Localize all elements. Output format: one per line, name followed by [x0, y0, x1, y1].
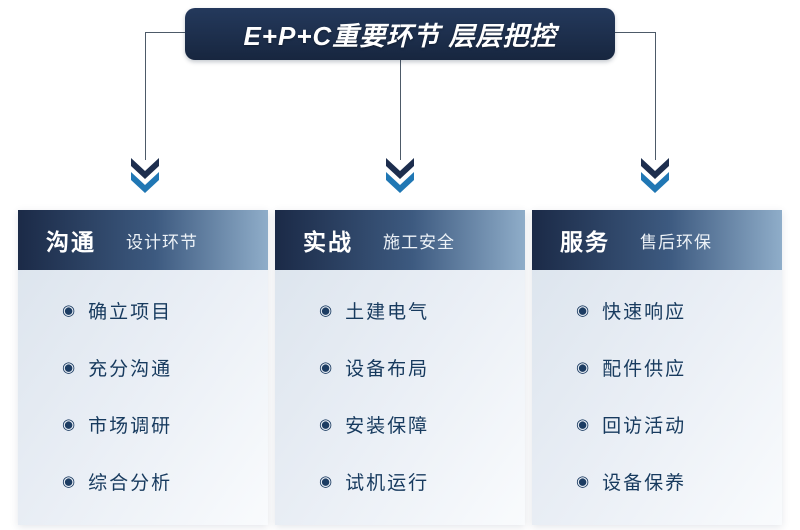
bullet-icon: ◉	[576, 416, 590, 433]
down-arrow-icon	[640, 158, 670, 194]
column-subtitle: 售后环保	[640, 232, 712, 252]
list-item-label: 土建电气	[345, 302, 430, 323]
list-item: ◉ 市场调研	[18, 396, 268, 453]
bullet-icon: ◉	[62, 359, 76, 376]
list-item: ◉ 快速响应	[532, 282, 782, 339]
connector-line-right-vertical	[655, 32, 656, 160]
column-title: 实战	[303, 229, 353, 255]
column-body: ◉ 快速响应 ◉ 配件供应 ◉ 回访活动 ◉ 设备保养	[532, 270, 782, 525]
list-item: ◉ 设备保养	[532, 453, 782, 510]
column-header: 实战 施工安全	[275, 210, 525, 270]
column-title: 沟通	[46, 229, 96, 255]
bullet-icon: ◉	[576, 473, 590, 490]
down-arrow-icon	[385, 158, 415, 194]
list-item-label: 设备布局	[345, 359, 430, 380]
connector-line-left-vertical	[145, 32, 146, 160]
bullet-icon: ◉	[62, 416, 76, 433]
title-banner: E+P+C重要环节 层层把控	[185, 8, 615, 60]
connector-line-right-horizontal	[595, 32, 655, 33]
bullet-icon: ◉	[62, 473, 76, 490]
list-item: ◉ 土建电气	[275, 282, 525, 339]
column-title: 服务	[560, 229, 610, 255]
list-item: ◉ 确立项目	[18, 282, 268, 339]
list-item-label: 确立项目	[88, 302, 173, 323]
list-item: ◉ 设备布局	[275, 339, 525, 396]
list-item: ◉ 回访活动	[532, 396, 782, 453]
list-item: ◉ 综合分析	[18, 453, 268, 510]
column-service: 服务 售后环保 ◉ 快速响应 ◉ 配件供应 ◉ 回访活动 ◉ 设备保养	[532, 210, 782, 525]
list-item-label: 试机运行	[345, 473, 430, 494]
connector-line-left-horizontal	[145, 32, 205, 33]
bullet-icon: ◉	[319, 359, 333, 376]
column-header: 沟通 设计环节	[18, 210, 268, 270]
list-item-label: 回访活动	[602, 416, 687, 437]
column-subtitle: 施工安全	[383, 232, 455, 252]
list-item: ◉ 充分沟通	[18, 339, 268, 396]
down-arrow-icon	[130, 158, 160, 194]
connector-line-middle-vertical	[400, 60, 401, 160]
column-body: ◉ 土建电气 ◉ 设备布局 ◉ 安装保障 ◉ 试机运行	[275, 270, 525, 525]
list-item: ◉ 试机运行	[275, 453, 525, 510]
bullet-icon: ◉	[576, 359, 590, 376]
bullet-icon: ◉	[576, 302, 590, 319]
bullet-icon: ◉	[319, 302, 333, 319]
list-item: ◉ 配件供应	[532, 339, 782, 396]
list-item: ◉ 安装保障	[275, 396, 525, 453]
column-subtitle: 设计环节	[126, 232, 198, 252]
banner-title: E+P+C重要环节 层层把控	[243, 20, 557, 51]
list-item-label: 充分沟通	[88, 359, 173, 380]
list-item-label: 安装保障	[345, 416, 430, 437]
list-item-label: 市场调研	[88, 416, 173, 437]
column-body: ◉ 确立项目 ◉ 充分沟通 ◉ 市场调研 ◉ 综合分析	[18, 270, 268, 525]
bullet-icon: ◉	[62, 302, 76, 319]
column-header: 服务 售后环保	[532, 210, 782, 270]
list-item-label: 设备保养	[602, 473, 687, 494]
list-item-label: 综合分析	[88, 473, 173, 494]
column-practice: 实战 施工安全 ◉ 土建电气 ◉ 设备布局 ◉ 安装保障 ◉ 试机运行	[275, 210, 525, 525]
list-item-label: 快速响应	[602, 302, 687, 323]
bullet-icon: ◉	[319, 473, 333, 490]
bullet-icon: ◉	[319, 416, 333, 433]
list-item-label: 配件供应	[602, 359, 687, 380]
column-communication: 沟通 设计环节 ◉ 确立项目 ◉ 充分沟通 ◉ 市场调研 ◉ 综合分析	[18, 210, 268, 525]
